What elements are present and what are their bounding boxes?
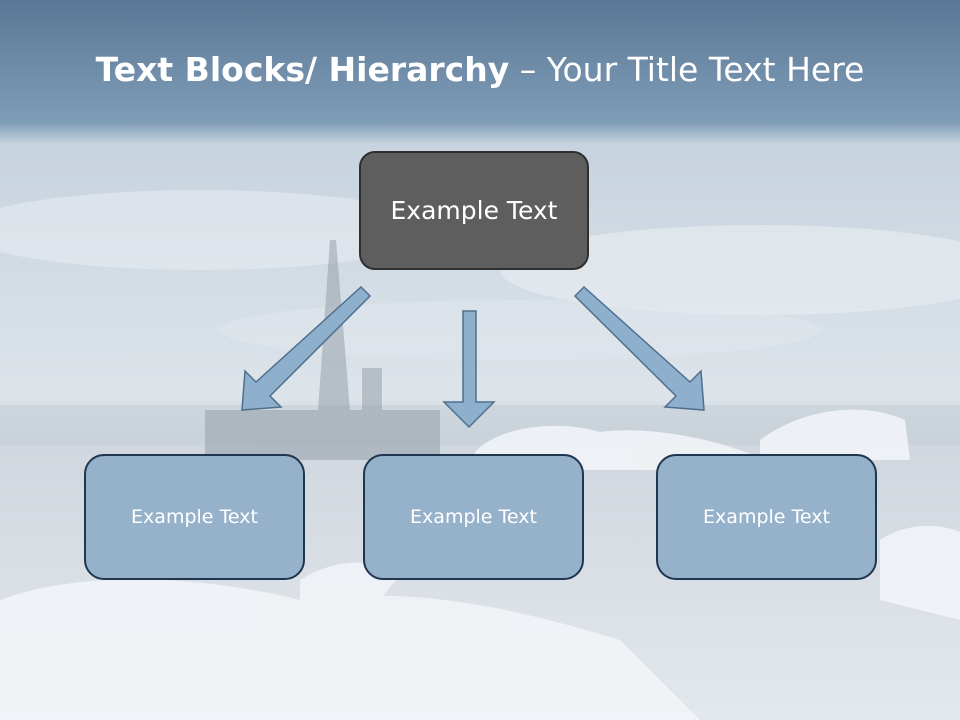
child-text-block-right: Example Text bbox=[656, 454, 877, 580]
arrow-down-icon bbox=[442, 310, 496, 429]
child-text-block-left: Example Text bbox=[84, 454, 305, 580]
child-text-block-label: Example Text bbox=[131, 506, 258, 528]
title-bold-part: Text Blocks/ Hierarchy bbox=[95, 50, 510, 89]
arrow-right-icon bbox=[573, 285, 705, 411]
title-rest-part: Your Title Text Here bbox=[546, 50, 865, 89]
top-text-block-label: Example Text bbox=[390, 196, 558, 225]
title-separator: – bbox=[509, 50, 547, 89]
top-text-block: Example Text bbox=[359, 151, 589, 270]
child-text-block-label: Example Text bbox=[703, 506, 830, 528]
slide-title: Text Blocks/ Hierarchy – Your Title Text… bbox=[0, 50, 960, 89]
arrow-left-icon bbox=[241, 285, 372, 411]
child-text-block-label: Example Text bbox=[410, 506, 537, 528]
child-text-block-center: Example Text bbox=[363, 454, 584, 580]
